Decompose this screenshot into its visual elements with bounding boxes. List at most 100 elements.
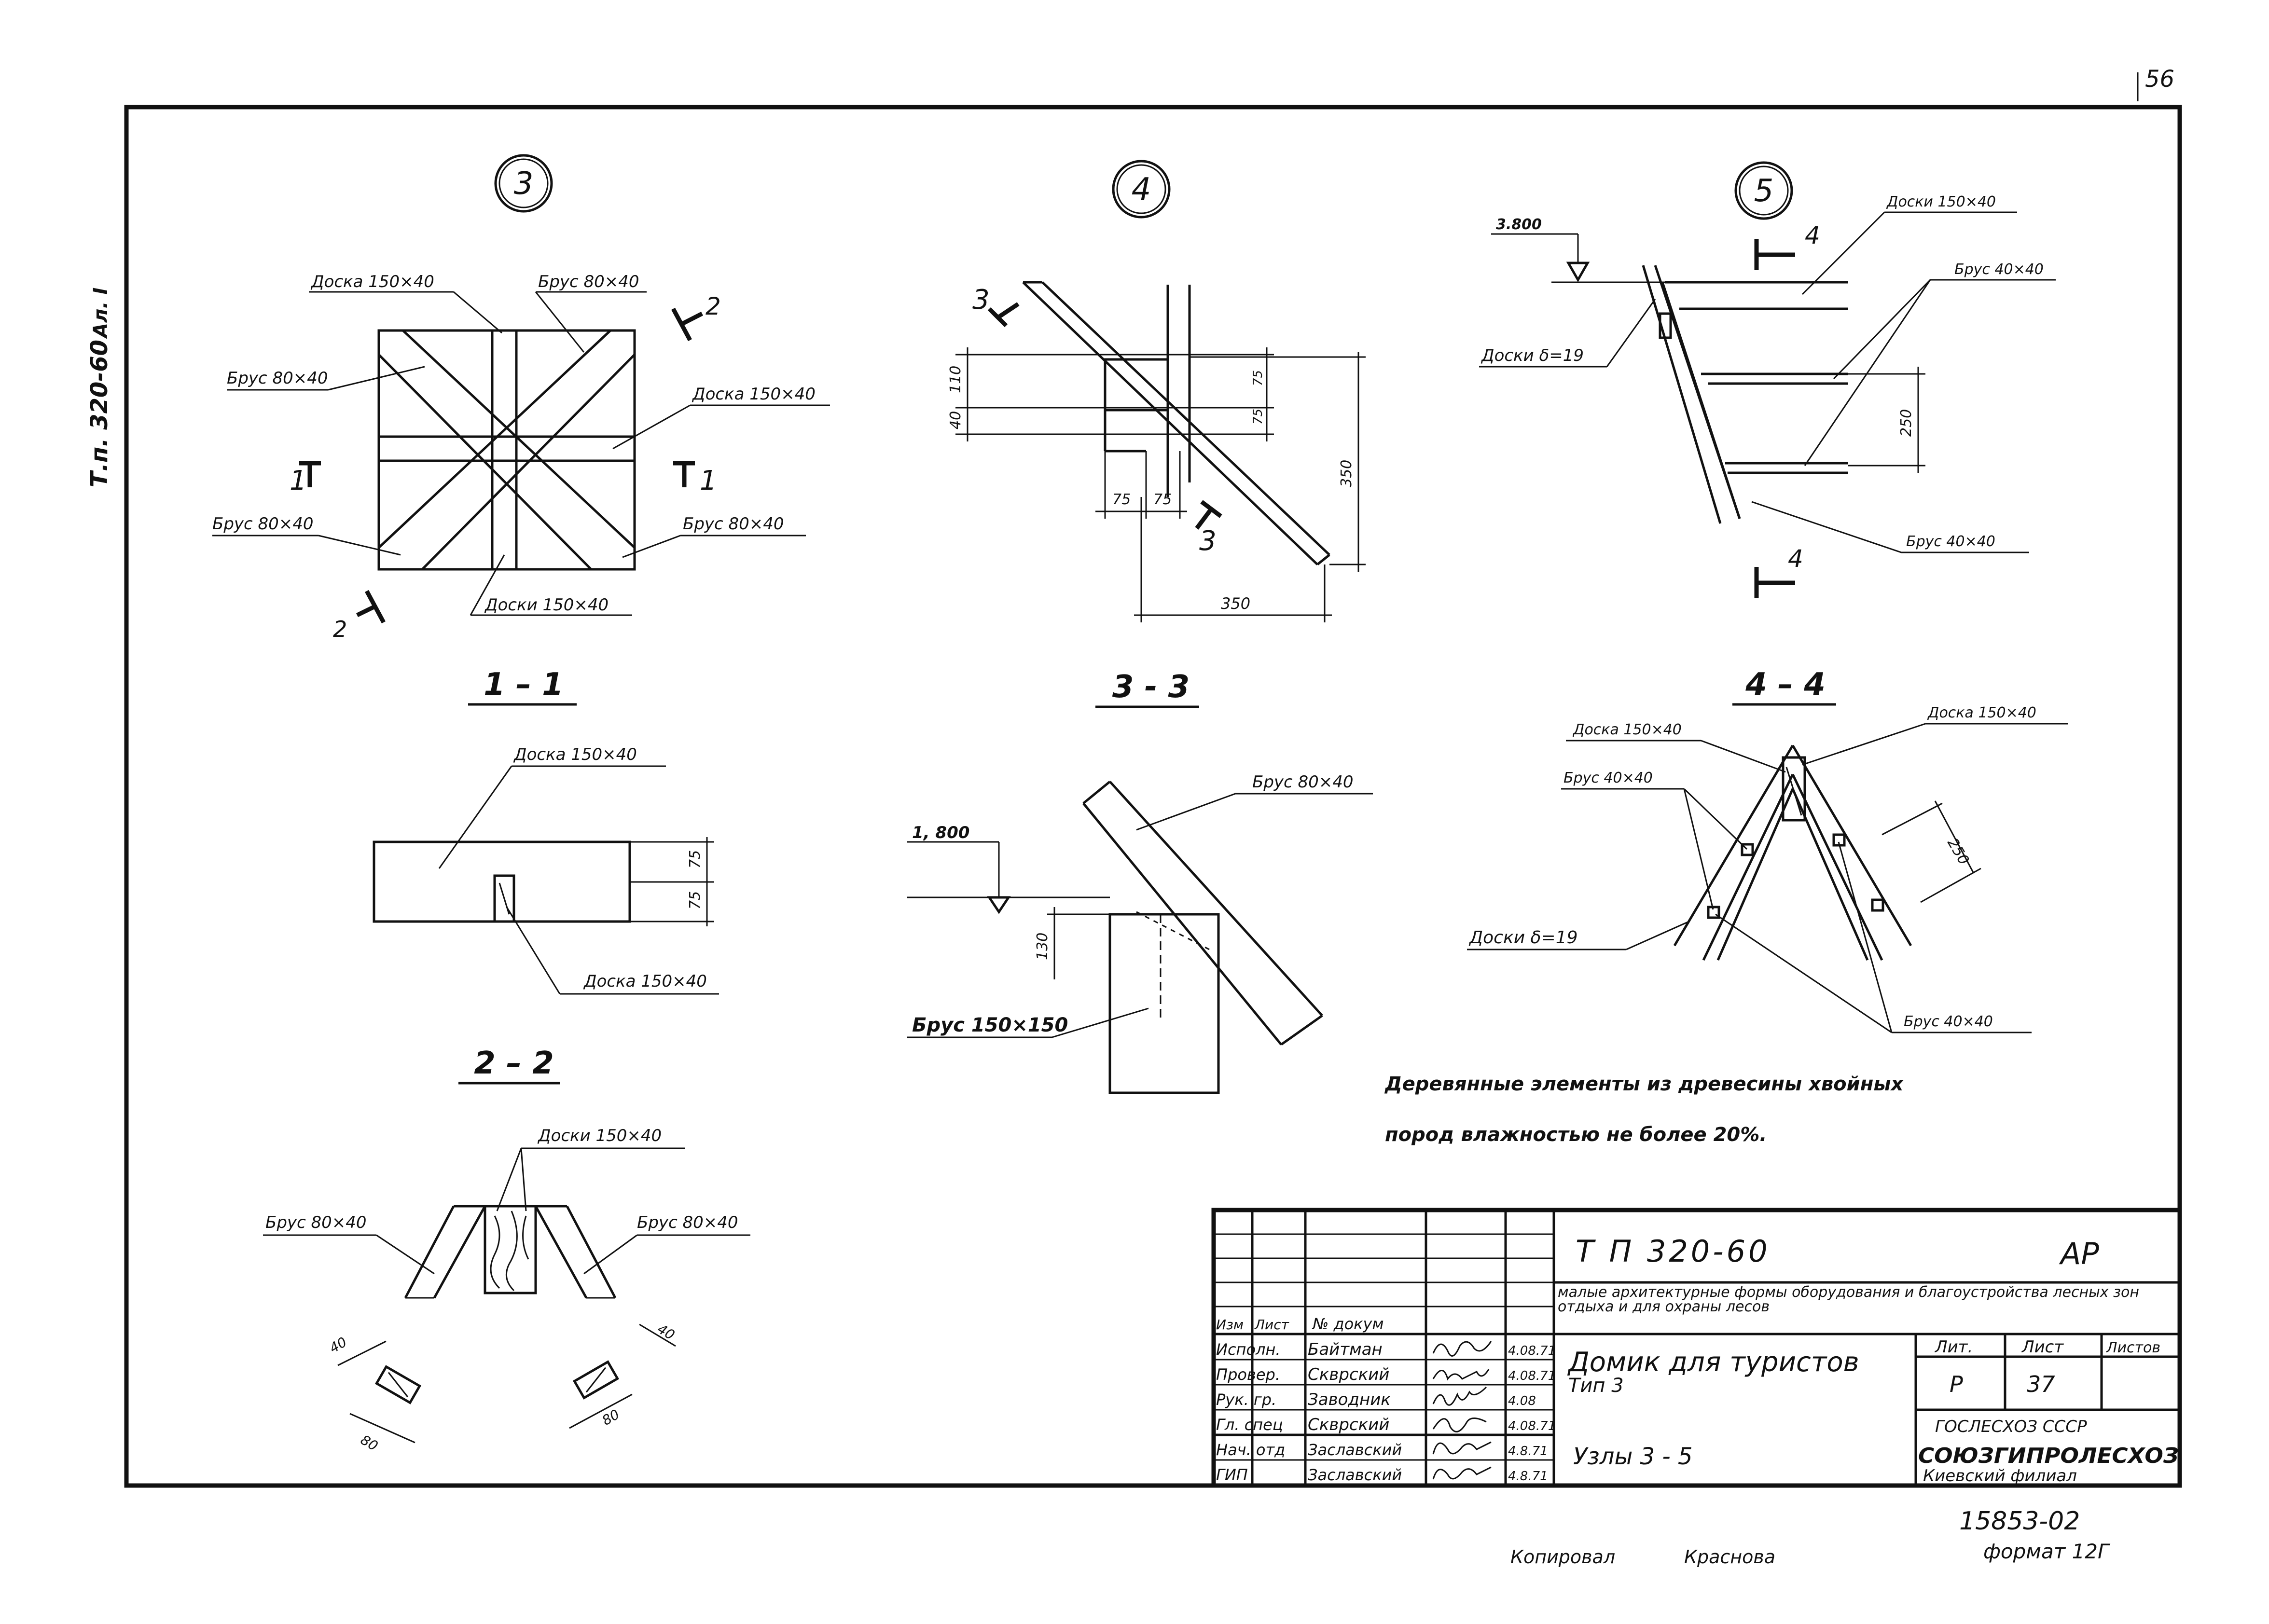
cut-2-bottom-label: 2 xyxy=(333,616,347,642)
order-number: 15853-02 xyxy=(1959,1507,2080,1536)
name-3: Заводник xyxy=(1308,1390,1391,1409)
leader xyxy=(1833,279,1931,380)
signature-1 xyxy=(1432,1341,1492,1357)
leader xyxy=(1751,501,1902,553)
dim-line xyxy=(349,1413,415,1444)
label-brus-left: Брус 80×40 xyxy=(227,369,328,388)
dim-line xyxy=(639,1323,676,1347)
label-brus-bottom-left: Брус 80×40 xyxy=(212,514,314,534)
brace-end-top xyxy=(1082,781,1111,804)
role-2: Провер. xyxy=(1216,1365,1280,1384)
level-1800: 1, 800 xyxy=(912,823,969,842)
dim-line xyxy=(1934,800,1975,874)
label-brus-bottom-right: Брус 80×40 xyxy=(683,514,784,534)
leader xyxy=(583,1234,637,1275)
label-doski-19: Доски δ=19 xyxy=(1480,346,1584,365)
role-4: Гл. спец xyxy=(1216,1416,1283,1434)
doc-code: Т П 320-60 xyxy=(1576,1234,1771,1269)
node-5-marker-circle xyxy=(1734,161,1793,220)
dim-line xyxy=(337,1340,387,1366)
project-desc-box: малые архитектурные формы оборудования и… xyxy=(1558,1285,2139,1314)
title-block: Изм Лист № докум Исполн. Провер. Рук. гр… xyxy=(1211,1208,2182,1488)
date-3: 4.08 xyxy=(1508,1394,1536,1408)
label-brus-40x40: Брус 40×40 xyxy=(1563,770,1653,786)
sheet-format: формат 12Г xyxy=(1983,1540,2111,1563)
hdr-list: Лист xyxy=(2021,1337,2064,1357)
node-3-brace-2a xyxy=(378,330,611,549)
node-5-detail: 5 3.800 250 Доски 150×40 Брус 40×40 Доск… xyxy=(1479,161,2056,598)
signature-6 xyxy=(1432,1466,1492,1480)
sheet-subtitle: Тип 3 xyxy=(1568,1375,1624,1397)
stage-code: АР xyxy=(2059,1236,2099,1271)
label-doska-top: Доска 150×40 xyxy=(310,272,434,291)
level-marker xyxy=(987,896,1011,914)
date-4: 4.08.71 xyxy=(1508,1419,1556,1433)
node-3-outline xyxy=(377,329,636,571)
leader xyxy=(1701,740,1786,773)
dim-75d: 75 xyxy=(1251,409,1265,425)
section-1-1-brus xyxy=(493,874,515,923)
drawing-frame xyxy=(124,105,2182,1488)
leader xyxy=(535,291,585,353)
note-line-2: пород влажностью не более 20%. xyxy=(1385,1124,1767,1146)
cut-3-bottom-label: 3 xyxy=(1199,525,1217,557)
dim-350-v: 350 xyxy=(1338,460,1355,487)
dim-350-h: 350 xyxy=(1221,594,1250,613)
name-4: Скврский xyxy=(1308,1415,1389,1434)
node-3-detail: 3 Доска 150×40 Брус 80×40 Брус 80×40 Дос… xyxy=(212,154,830,642)
dim-75b: 75 xyxy=(1153,491,1172,508)
section-1-1-title: 1 – 1 xyxy=(484,667,564,702)
sheet-title: Домик для туристов xyxy=(1567,1347,1859,1378)
section-3-3: 3 - 3 1, 800 130 Брус 80×40 Брус 150×150 xyxy=(907,669,1373,1094)
name-1: Байтман xyxy=(1308,1340,1383,1359)
dim-ext xyxy=(1882,802,1943,836)
node-4-marker-circle xyxy=(1112,160,1171,219)
copied-label: Копировал xyxy=(1510,1546,1615,1568)
org-line-3: Киевский филиал xyxy=(1923,1466,2077,1486)
section-1-1-label-top: Доска 150×40 xyxy=(513,745,637,764)
leader xyxy=(1804,279,1931,466)
leader xyxy=(506,907,561,994)
label-brus-40x40-top: Брус 40×40 xyxy=(1954,261,2044,278)
dim-40a: 40 xyxy=(327,1334,349,1356)
leader xyxy=(1051,1007,1149,1038)
dim-110: 110 xyxy=(947,366,964,393)
role-3: Рук. гр. xyxy=(1216,1390,1276,1409)
signature-3 xyxy=(1432,1386,1487,1406)
leader xyxy=(376,1234,435,1275)
dim-40: 40 xyxy=(947,411,964,429)
node-4-brace-end-low xyxy=(1316,554,1330,565)
dim-250: 250 xyxy=(1898,409,1915,437)
node-5-marker-inner xyxy=(1739,165,1789,216)
cut-2-top-label: 2 xyxy=(706,292,721,320)
node-3-brace-2b xyxy=(421,354,636,570)
right-section-hatch xyxy=(585,1367,607,1393)
section-2-2-title: 2 – 2 xyxy=(474,1046,554,1081)
right-section-rect xyxy=(572,1360,620,1400)
section-4-4-title: 4 – 4 xyxy=(1745,667,1826,702)
left-section-rect xyxy=(374,1365,422,1404)
leader xyxy=(318,535,401,556)
section-2-2-label-top: Доски 150×40 xyxy=(537,1126,662,1145)
batten-right-2 xyxy=(1871,898,1884,912)
org-line-2: СОЮЗГИПРОЛЕСХОЗ xyxy=(1918,1444,2179,1468)
note-line-1: Деревянные элементы из древесины хвойных xyxy=(1384,1073,1904,1095)
cut-4-top-mark xyxy=(1754,239,1795,270)
node-5-marker-label: 5 xyxy=(1754,173,1774,209)
dim-80a: 80 xyxy=(358,1431,381,1454)
node-4-block xyxy=(1104,358,1169,412)
label-brus-150x150: Брус 150×150 xyxy=(912,1014,1068,1036)
dim-75a: 75 xyxy=(1112,491,1131,508)
section-2-2-board-block xyxy=(484,1205,537,1294)
cut-3-bottom-mark xyxy=(1195,500,1222,530)
node-5-post-edge-1 xyxy=(1642,265,1722,524)
dim-75a: 75 xyxy=(687,850,704,868)
label-doska-right: Доска 150×40 xyxy=(692,385,816,404)
col-izm: Изм xyxy=(1216,1317,1244,1333)
cut-1-right-mark xyxy=(673,461,695,487)
roof-outer xyxy=(1673,744,1912,947)
hdr-lit: Лит. xyxy=(1934,1337,1973,1357)
leader xyxy=(520,1148,527,1211)
leader xyxy=(1606,299,1656,367)
leader xyxy=(1136,793,1236,831)
